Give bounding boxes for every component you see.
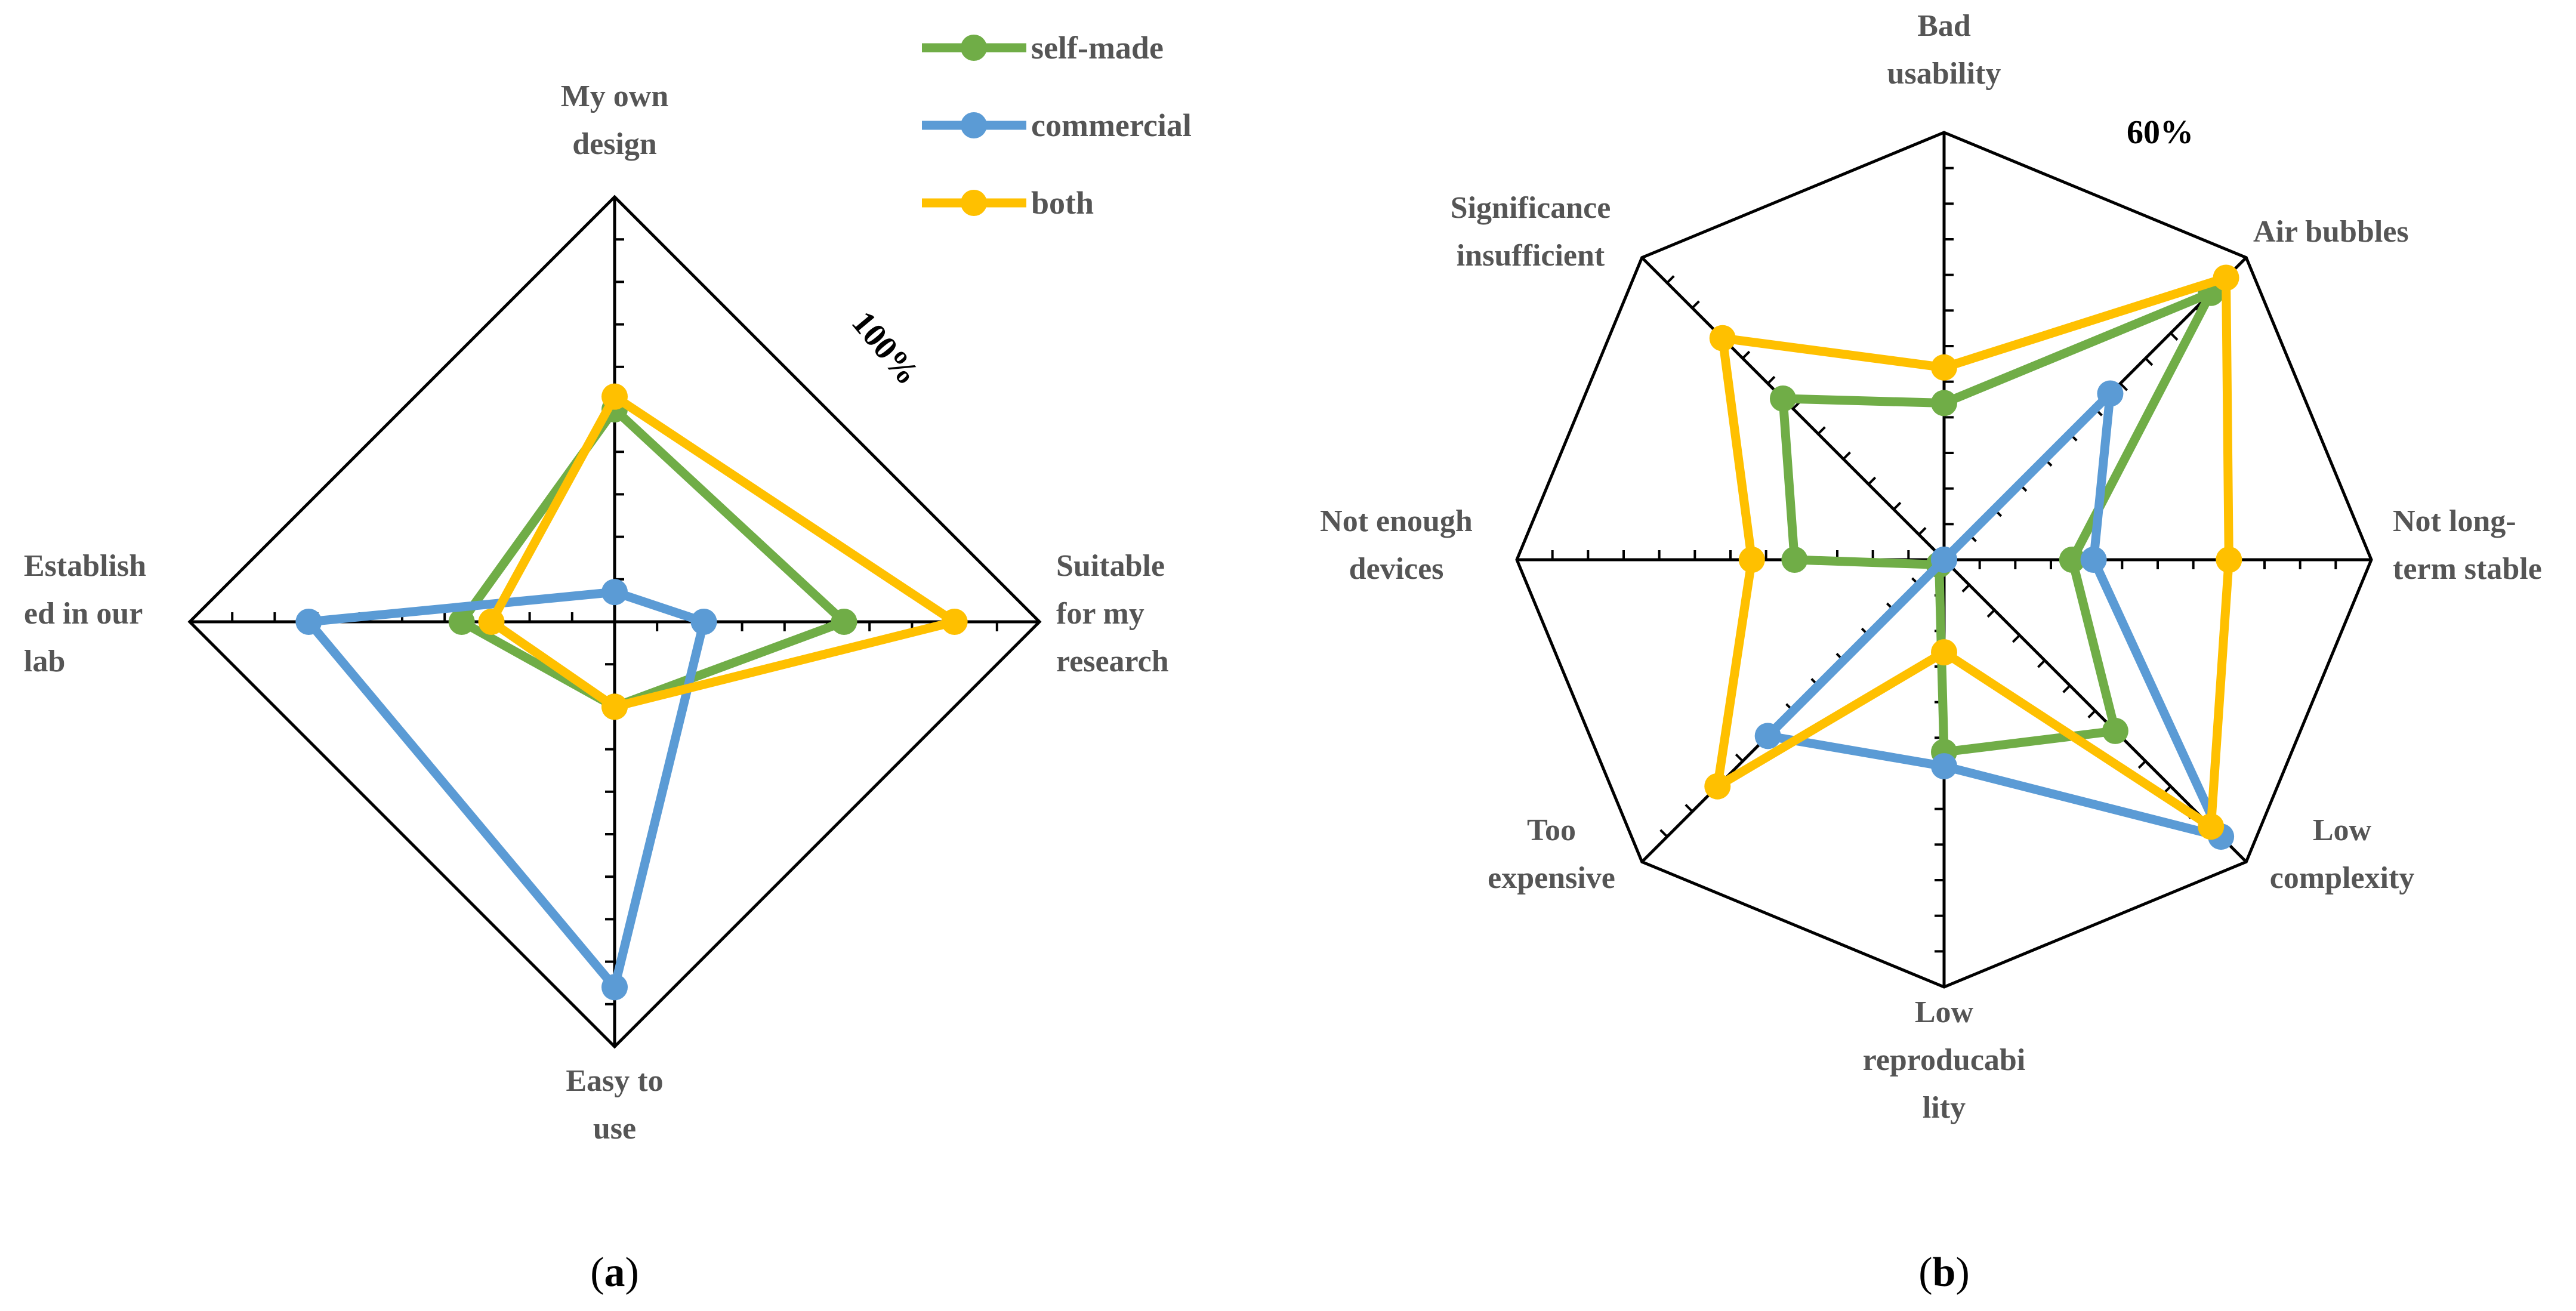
axis-tick — [1685, 804, 1693, 813]
data-point-commercial — [295, 609, 322, 635]
data-point-commercial — [2080, 547, 2107, 573]
axis-tick — [1666, 275, 1675, 284]
axis-tick — [2145, 357, 2154, 366]
panel-label-a: (a) — [590, 1250, 639, 1295]
data-point-both — [1931, 354, 1957, 381]
data-point-commercial — [1754, 723, 1781, 749]
data-point-commercial — [601, 974, 628, 1001]
category-label: Not long-term stable — [2393, 504, 2542, 586]
data-point-self-made — [2102, 717, 2128, 744]
panel-label-b: (b) — [1918, 1250, 1970, 1295]
data-point-both — [601, 383, 628, 410]
legend-marker-commercial — [961, 112, 987, 138]
axis-tick — [2037, 659, 2046, 668]
data-point-commercial — [2097, 380, 2124, 407]
data-point-commercial — [690, 609, 717, 635]
data-point-both — [2216, 547, 2242, 573]
legend-label: self-made — [1031, 30, 1164, 66]
axis-tick — [1742, 350, 1751, 359]
data-point-self-made — [2059, 547, 2086, 573]
axis-tick — [1767, 375, 1776, 385]
data-point-self-made — [1781, 547, 1808, 573]
data-point-both — [941, 609, 968, 635]
data-point-both — [478, 609, 505, 635]
category-label: Air bubbles — [2253, 215, 2409, 249]
axis-max-label: 60% — [2127, 114, 2194, 151]
data-point-commercial — [601, 579, 628, 606]
data-point-both — [1931, 639, 1957, 666]
data-point-commercial — [1931, 547, 1957, 573]
axis-tick — [1893, 501, 1902, 511]
axis-tick — [1961, 584, 1970, 593]
data-point-self-made — [448, 609, 475, 635]
legend-marker-both — [961, 190, 987, 216]
axis-tick — [1659, 829, 1668, 838]
axis-tick — [1735, 753, 1744, 762]
axis-tick — [2062, 684, 2071, 693]
data-point-self-made — [1769, 385, 1796, 412]
axis-tick — [2119, 382, 2128, 391]
data-point-commercial — [1931, 753, 1957, 780]
axis-tick — [2012, 634, 2020, 643]
axis-tick — [1842, 451, 1851, 460]
data-point-both — [2198, 813, 2225, 840]
data-point-both — [1709, 325, 1736, 351]
data-point-self-made — [1931, 390, 1957, 417]
legend-label: commercial — [1031, 107, 1192, 143]
axis-max-label: 100% — [844, 304, 926, 392]
data-point-both — [601, 693, 628, 720]
data-point-both — [1738, 547, 1765, 573]
legend-label: both — [1031, 185, 1094, 221]
axis-tick — [1986, 609, 1995, 618]
axis-tick — [1918, 527, 1927, 536]
axis-tick — [1691, 300, 1700, 309]
data-point-self-made — [831, 609, 857, 635]
legend: self-made commercial both — [922, 30, 1192, 221]
axis-tick — [1817, 426, 1826, 435]
data-point-both — [1704, 773, 1731, 800]
axis-tick — [2170, 332, 2179, 341]
axis-tick — [2087, 710, 2096, 718]
data-point-both — [2213, 264, 2239, 291]
axis-tick — [1868, 476, 1877, 485]
axis-tick — [2137, 760, 2146, 769]
series-line-both — [487, 392, 960, 711]
legend-marker-self-made — [961, 35, 987, 61]
